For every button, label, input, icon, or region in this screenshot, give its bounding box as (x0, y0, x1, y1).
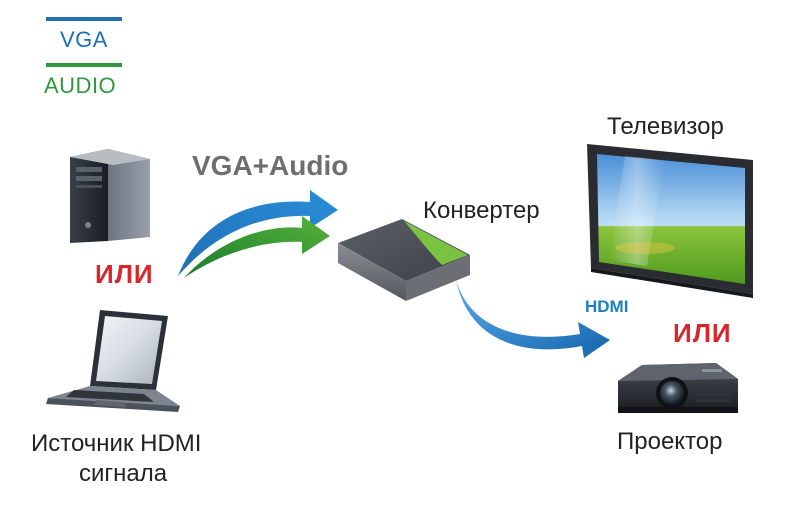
pc-tower-icon (70, 149, 150, 243)
vga-legend-line (46, 17, 122, 21)
audio-legend-line (46, 63, 122, 67)
hdmi-link-label: HDMI (585, 297, 629, 316)
hdmi-output-arrow (456, 280, 610, 358)
signal-type-label: VGA+Audio (192, 150, 349, 181)
laptop-icon (46, 310, 180, 412)
television-icon (587, 144, 753, 298)
vga-legend-label: VGA (60, 27, 108, 52)
tv-label: Телевизор (607, 113, 724, 140)
converter-box-icon (338, 219, 470, 301)
audio-legend-label: AUDIO (44, 73, 117, 98)
source-caption-line1: Источник HDMI (31, 430, 202, 457)
source-caption-line2: сигнала (79, 460, 168, 487)
converter-label: Конвертер (423, 197, 540, 224)
input-signal-arrow (178, 190, 338, 278)
projector-icon (618, 363, 738, 413)
display-or-label: ИЛИ (673, 318, 732, 348)
source-or-label: ИЛИ (95, 259, 154, 289)
projector-label: Проектор (617, 428, 723, 455)
